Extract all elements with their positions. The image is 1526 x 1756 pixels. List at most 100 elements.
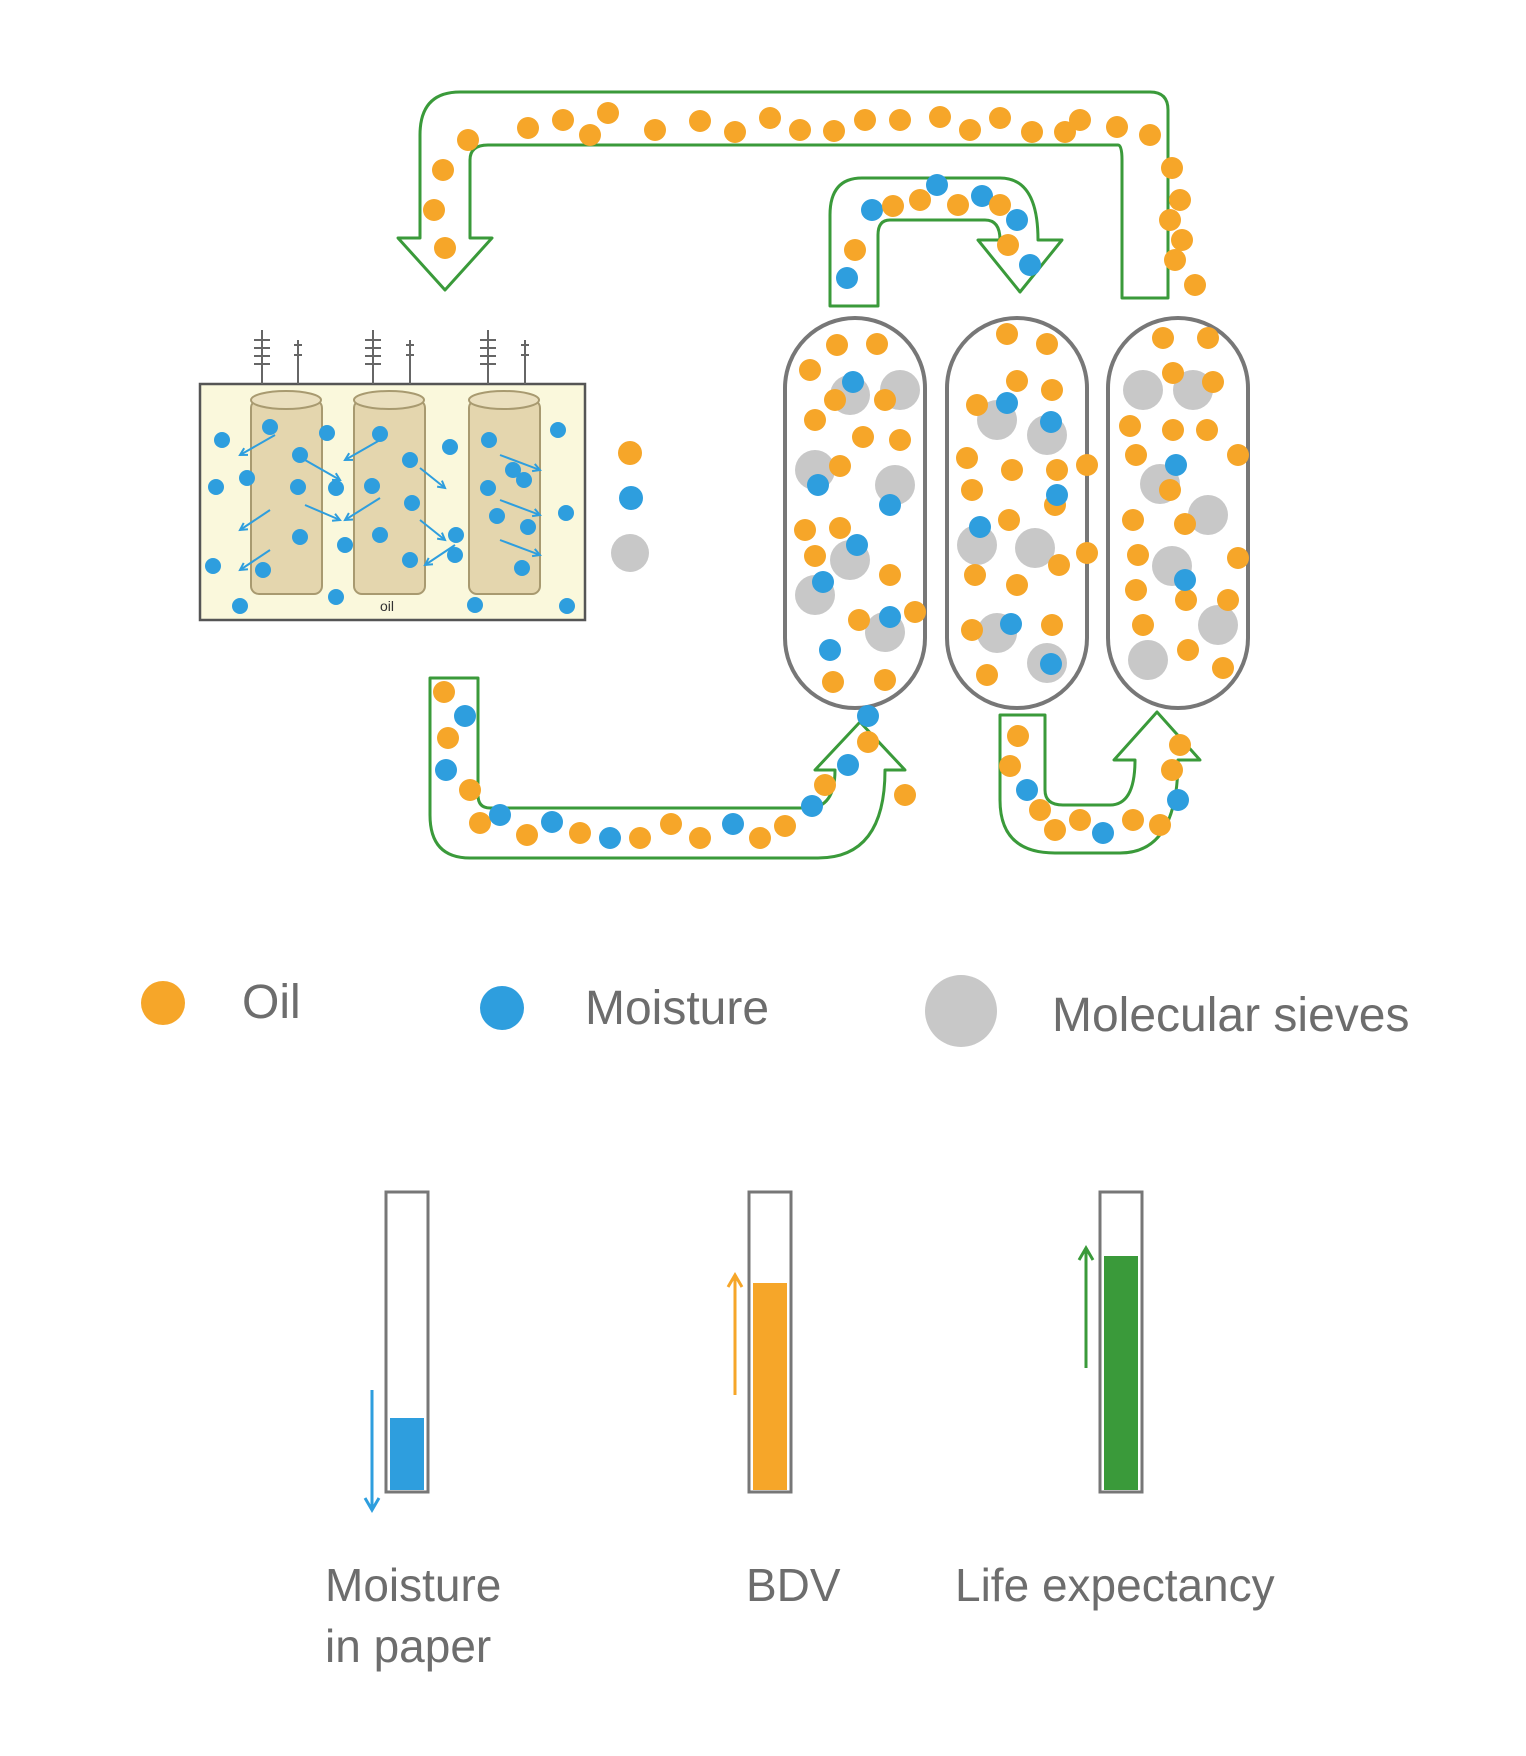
oil-particle	[1159, 479, 1181, 501]
moisture-particle	[467, 597, 483, 613]
oil-particle	[997, 234, 1019, 256]
diffusion-arrow-head	[331, 513, 342, 522]
oil-particle	[644, 119, 666, 141]
moisture-particle	[812, 571, 834, 593]
meter-life-label: Life expectancy	[955, 1555, 1275, 1616]
molecular-sieve	[1123, 370, 1163, 410]
oil-particle	[1044, 819, 1066, 841]
diffusion-arrow-head	[238, 562, 249, 572]
oil-particle	[1159, 209, 1181, 231]
moisture-particle	[1165, 454, 1187, 476]
oil-particle	[1202, 371, 1224, 393]
oil-particle	[976, 664, 998, 686]
oil-particle	[1125, 444, 1147, 466]
molecular-sieve	[611, 534, 649, 572]
oil-particle	[1212, 657, 1234, 679]
diffusion-arrow	[499, 454, 541, 471]
molecular-sieve	[1128, 640, 1168, 680]
diffusion-arrow-head	[436, 480, 447, 490]
oil-particle	[1106, 116, 1128, 138]
moisture-particle	[337, 537, 353, 553]
oil-particle	[894, 784, 916, 806]
oil-particle	[854, 109, 876, 131]
moisture-particle	[372, 426, 388, 442]
diffusion-arrow	[499, 499, 541, 516]
moisture-particle	[454, 705, 476, 727]
oil-particle	[889, 109, 911, 131]
moisture-particle	[520, 519, 536, 535]
moisture-particle	[926, 174, 948, 196]
moisture-particle	[1016, 779, 1038, 801]
legend-oil-dot	[141, 981, 185, 1025]
tower2-to-tower3-pipe	[998, 710, 1202, 855]
meter-bdv-label-line1: BDV	[746, 1559, 841, 1611]
diffusion-arrow-head	[423, 557, 434, 567]
oil-particle	[844, 239, 866, 261]
moisture-particle	[550, 422, 566, 438]
molecular-sieve	[1198, 605, 1238, 645]
oil-particle	[689, 827, 711, 849]
oil-particle	[1171, 229, 1193, 251]
moisture-particle	[205, 558, 221, 574]
diffusion-arrow-head	[531, 508, 542, 518]
paper-winding-3	[468, 390, 541, 595]
oil-particle	[909, 189, 931, 211]
legend-oil-label: Oil	[242, 976, 301, 1029]
oil-particle	[866, 333, 888, 355]
oil-particle	[1162, 362, 1184, 384]
oil-particle	[437, 727, 459, 749]
oil-particle	[724, 121, 746, 143]
oil-particle	[469, 812, 491, 834]
oil-particle	[1122, 809, 1144, 831]
oil-particle	[552, 109, 574, 131]
transformer-oil-label: oil	[380, 598, 394, 614]
moisture-particle	[541, 811, 563, 833]
oil-particle	[964, 564, 986, 586]
oil-particle	[882, 195, 904, 217]
meter-life-label-line1: Life expectancy	[955, 1559, 1275, 1611]
moisture-particle	[290, 479, 306, 495]
oil-particle	[759, 107, 781, 129]
oil-particle	[956, 447, 978, 469]
oil-particle	[516, 824, 538, 846]
oil-particle	[824, 389, 846, 411]
oil-particle	[848, 609, 870, 631]
moisture-diffusion-arrows	[238, 434, 542, 572]
oil-particle	[804, 409, 826, 431]
moisture-particle	[969, 516, 991, 538]
oil-particle	[947, 194, 969, 216]
oil-particle	[1125, 579, 1147, 601]
diffusion-arrow	[344, 497, 381, 521]
oil-particle	[1149, 814, 1171, 836]
oil-particle	[1169, 734, 1191, 756]
moisture-particle	[442, 439, 458, 455]
diffusion-arrow-head	[343, 512, 354, 522]
diffusion-arrow-head	[436, 532, 447, 542]
diffusion-arrow	[239, 509, 271, 531]
oil-particle	[459, 779, 481, 801]
oil-particle	[1152, 327, 1174, 349]
diffusion-arrow-head	[238, 522, 249, 532]
paper-winding-2	[353, 390, 426, 595]
moisture-particle	[819, 639, 841, 661]
moisture-particle	[489, 508, 505, 524]
moisture-particle	[481, 432, 497, 448]
oil-particle	[1177, 639, 1199, 661]
meter-fill	[753, 1283, 787, 1490]
diffusion-arrow	[304, 504, 341, 521]
oil-particle	[857, 731, 879, 753]
moisture-particle	[1092, 822, 1114, 844]
moisture-particle	[842, 371, 864, 393]
oil-particle	[996, 323, 1018, 345]
moisture-particle	[372, 527, 388, 543]
oil-particle	[959, 119, 981, 141]
oil-particle	[1046, 459, 1068, 481]
oil-particle	[814, 774, 836, 796]
oil-particle	[1069, 109, 1091, 131]
diffusion-arrow-head	[331, 472, 342, 482]
oil-particle	[829, 455, 851, 477]
moisture-particle	[328, 480, 344, 496]
moisture-particle	[402, 452, 418, 468]
moisture-particle	[996, 392, 1018, 414]
